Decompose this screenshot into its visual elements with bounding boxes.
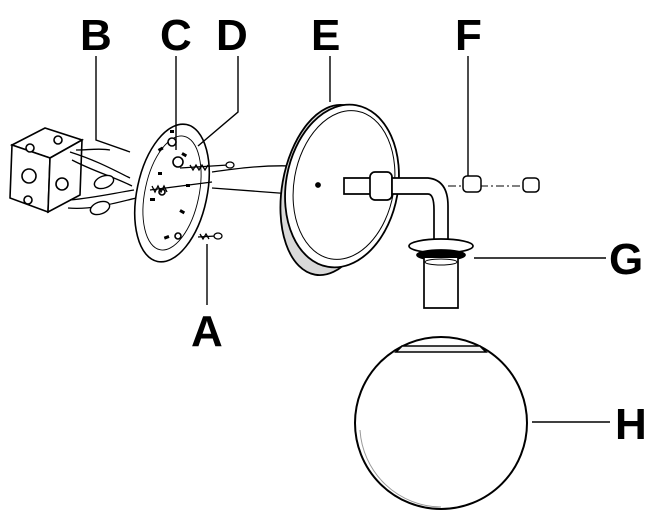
mounting-plate (133, 123, 211, 263)
wire-nuts (89, 174, 115, 216)
glass-globe (354, 336, 528, 510)
lamp-arm (343, 171, 449, 241)
fixture-wires (211, 165, 293, 195)
supply-wires (67, 148, 137, 210)
leader-d (197, 56, 239, 147)
socket-assembly (408, 238, 474, 309)
leader-lines (95, 56, 610, 423)
callout-h: H (615, 400, 647, 449)
callout-g: G (609, 235, 644, 284)
callout-b: B (80, 11, 112, 60)
callout-d: D (216, 11, 248, 60)
junction-box (9, 127, 84, 214)
end-caps (462, 175, 540, 193)
callout-e: E (311, 11, 341, 60)
callout-c: C (160, 11, 192, 60)
callout-f: F (455, 11, 482, 60)
callout-a: A (191, 307, 223, 356)
canopy-backplate (279, 103, 400, 277)
leader-b (95, 56, 131, 153)
mounting-screws (149, 161, 235, 241)
